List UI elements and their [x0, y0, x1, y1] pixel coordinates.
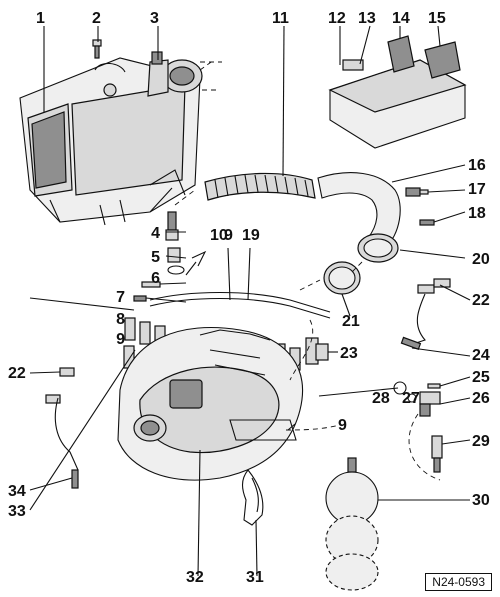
callout-25: 25: [472, 369, 490, 386]
callout-2: 2: [92, 10, 101, 27]
oxygen-sensor-left: [45, 367, 79, 489]
vacuum-reservoir-bags: [325, 457, 379, 591]
callout-17: 17: [468, 181, 486, 198]
corrugated-air-hose: [204, 172, 316, 201]
callout-11: 11: [272, 10, 289, 27]
callout-26: 26: [472, 390, 490, 407]
air-filter-housing: [19, 57, 201, 226]
callout-32: 32: [186, 569, 204, 586]
callout-10: 10: [210, 227, 228, 244]
callout-27: 27: [402, 390, 420, 407]
callout-14: 14: [392, 10, 410, 27]
sensor-part-23: [315, 343, 329, 361]
callout-22-left: 22: [8, 365, 26, 382]
callout-5: 5: [151, 249, 160, 266]
callout-24: 24: [472, 347, 490, 364]
callout-21: 21: [342, 313, 360, 330]
callout-7: 7: [116, 289, 125, 306]
callout-6: 6: [151, 270, 160, 287]
bolt-part-18: [419, 219, 435, 226]
callout-4: 4: [151, 225, 160, 242]
callout-19: 19: [242, 227, 260, 244]
bolt-part-2: [92, 39, 102, 59]
oxygen-sensor-right: [400, 278, 451, 351]
callout-33: 33: [8, 503, 26, 520]
callout-16: 16: [468, 157, 486, 174]
callout-22-right: 22: [472, 292, 490, 309]
callout-labels: 1 2 3 11 12 13 14 15 16 17 18 20 22 24 2…: [8, 10, 490, 586]
callout-1: 1: [36, 10, 45, 27]
callout-9-left: 9: [116, 331, 125, 348]
callout-9-top: 9: [224, 227, 233, 244]
callout-34: 34: [8, 483, 26, 500]
callout-31: 31: [246, 569, 264, 586]
callout-15: 15: [428, 10, 446, 27]
air-mass-meter: [147, 51, 203, 97]
callout-9-lower: 9: [338, 417, 347, 434]
intake-manifold: [117, 326, 304, 481]
hose-clamp-ring: [323, 261, 361, 295]
fuel-rail-lines: [149, 291, 331, 319]
callout-13: 13: [358, 10, 376, 27]
callout-29: 29: [472, 433, 490, 450]
right-sensors: [393, 381, 443, 481]
figure-reference-code: N24-0593: [425, 573, 492, 591]
engine-control-unit: [328, 35, 467, 149]
callout-23: 23: [340, 345, 358, 362]
callout-8: 8: [116, 311, 125, 328]
callout-3: 3: [150, 10, 159, 27]
callout-30: 30: [472, 492, 490, 509]
callout-12: 12: [328, 10, 346, 27]
sensor-part-17: [405, 187, 429, 197]
callout-20: 20: [472, 251, 490, 268]
leader-lines: [29, 25, 471, 577]
manifold-gasket: [241, 469, 264, 526]
callout-28: 28: [372, 390, 390, 407]
callout-18: 18: [468, 205, 486, 222]
intake-elbow-pipe: [317, 172, 401, 263]
